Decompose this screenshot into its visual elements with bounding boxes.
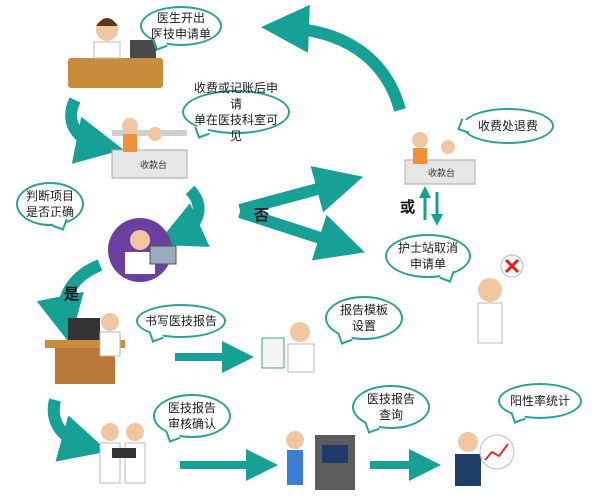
step-judge-item: 判断项目 是否正确 [25, 189, 74, 219]
arrow-refund-to-doctor [261, 4, 406, 112]
step-doctor-issue: 医生开出 医技申请单 [150, 11, 211, 41]
arrow-no-to-refund [238, 166, 364, 216]
arrow-doctor-to-counter [65, 97, 124, 164]
step-payment-visible: 收费或记账后申请 单在医技科室可见 [193, 81, 278, 143]
step-write-report: 书写医技报告 [144, 314, 217, 328]
bubble-positive-rate: 阳性率统计 [498, 383, 582, 419]
cashier-counter-illustration [111, 118, 188, 179]
bubble-nurse-cancel: 护士站取消 申请单 [385, 234, 471, 278]
arrow-write-to-review [47, 398, 109, 462]
bubble-write-report: 书写医技报告 [136, 304, 226, 338]
cashier-counter-label: 收款台 [140, 161, 168, 171]
review-doctors-illustration [99, 423, 146, 484]
bubble-refund: 收费处退费 [462, 108, 554, 144]
write-report-illustration [45, 313, 125, 384]
arrow-counter-to-judge [156, 185, 210, 247]
step-report-template: 报告模板 设置 [339, 303, 388, 333]
branch-label-or: 或 [400, 198, 416, 216]
template-doctor-illustration [261, 322, 315, 373]
step-refund: 收费处退费 [477, 119, 538, 133]
arrow-judge-to-write [36, 259, 103, 344]
bubble-doctor-issue: 医生开出 医技申请单 [140, 6, 222, 46]
step-review-confirm: 医技报告 审核确认 [167, 401, 216, 431]
branch-label-no: 否 [254, 206, 270, 224]
bubble-review-confirm: 医技报告 审核确认 [153, 394, 231, 438]
bubble-report-query: 医技报告 查询 [352, 385, 430, 429]
arrow-no-to-nurse [238, 206, 365, 261]
judge-doctor-illustration [108, 218, 177, 282]
refund-counter-illustration [404, 132, 476, 185]
bubble-payment-visible: 收费或记账后申请 单在医技科室可见 [182, 81, 290, 143]
step-report-query: 医技报告 查询 [366, 392, 415, 422]
nurse-illustration [477, 254, 524, 344]
branch-label-yes: 是 [64, 285, 80, 303]
positive-rate-illustration [455, 432, 515, 486]
refund-counter-label: 收款台 [428, 169, 456, 179]
step-nurse-cancel: 护士站取消 申请单 [397, 241, 458, 271]
bubble-judge-item: 判断项目 是否正确 [16, 182, 84, 226]
bubble-report-template: 报告模板 设置 [325, 296, 403, 340]
doctor-desk-illustration [68, 18, 163, 88]
step-positive-rate: 阳性率统计 [509, 394, 570, 408]
query-kiosk-illustration [286, 431, 355, 490]
